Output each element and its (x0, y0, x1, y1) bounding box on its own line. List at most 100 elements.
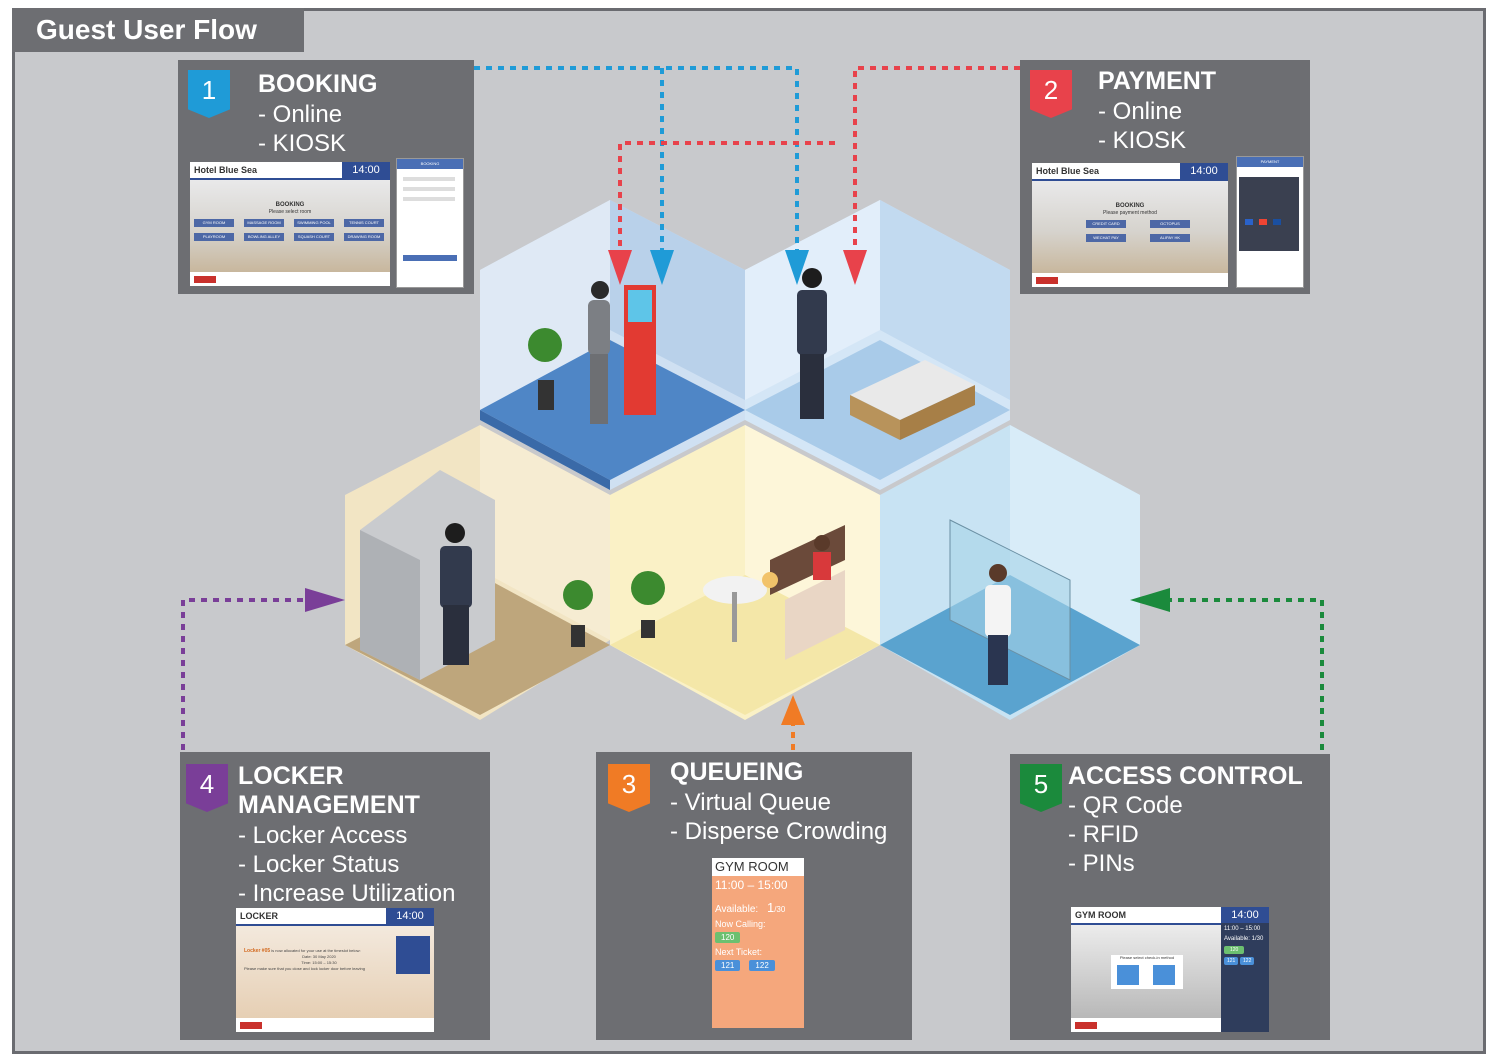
access-arrowhead (1130, 588, 1170, 612)
room-option-button[interactable]: SWIMMING POOL (294, 219, 334, 227)
kiosk-booking-screen: Hotel Blue Sea 14:00 BOOKING Please sele… (190, 162, 390, 286)
payment-arrow-a (853, 66, 1020, 255)
kiosk-payment-screen: Hotel Blue Sea 14:00 BOOKING Please paym… (1032, 163, 1228, 287)
queue-screen: GYM ROOM 11:00 – 15:00 Available: 1/30 N… (712, 858, 804, 1028)
next-ticket: 122 (749, 960, 775, 971)
payment-method-button[interactable]: ALIPAY HK (1150, 234, 1190, 242)
feature-list: - Virtual Queue - Disperse Crowding (670, 788, 887, 846)
screen-hotel-name: Hotel Blue Sea (1032, 163, 1228, 181)
screen-room-name: GYM ROOM (1071, 907, 1221, 925)
payment-card: 2 PAYMENT - Online - KIOSK Hotel Blue Se… (1020, 60, 1310, 294)
feature-item: - Increase Utilization (238, 880, 456, 907)
feature-item: - Locker Access (238, 822, 408, 849)
brand-logo (1036, 277, 1058, 284)
queueing-arrowhead (781, 695, 805, 725)
payment-arrowhead-a (843, 250, 867, 285)
mobile-booking-screen: BOOKING (396, 158, 464, 288)
feature-item: - Disperse Crowding (670, 818, 888, 845)
screen-heading: BOOKING (1115, 203, 1145, 209)
phone-header: BOOKING (397, 159, 463, 169)
locker-number: Locker #05 (244, 948, 271, 954)
step-badge: 1 (188, 70, 230, 118)
room-option-button[interactable]: MASSAGE ROOM (244, 219, 284, 227)
step-badge: 3 (608, 764, 650, 812)
payment-method-button[interactable]: CREDIT CARD (1086, 220, 1126, 228)
feature-item: - Online (1098, 98, 1183, 125)
screen-subheading: Please select room (268, 209, 312, 215)
access-screen: GYM ROOM 14:00 Please select check-in me… (1071, 907, 1269, 1032)
queue-room-name: GYM ROOM (712, 858, 804, 876)
feature-list: - Locker Access - Locker Status - Increa… (238, 821, 455, 908)
access-control-card: 5 ACCESS CONTROL - QR Code - RFID - PINs… (1010, 754, 1330, 1040)
room-queueing (610, 425, 880, 720)
unlock-button[interactable] (396, 936, 430, 974)
feature-item: - QR Code (1068, 792, 1183, 819)
step-badge: 2 (1030, 70, 1072, 118)
locker-arrow (181, 598, 310, 750)
next-ticket-label: Next Ticket: (715, 947, 763, 957)
feature-item: - Online (258, 101, 343, 128)
room-access (880, 425, 1140, 720)
booking-card: 1 BOOKING - Online - KIOSK Hotel Blue Se… (178, 60, 474, 294)
feature-list: - QR Code - RFID - PINs (1068, 791, 1183, 878)
phone-header: PAYMENT (1237, 157, 1303, 167)
mobile-payment-screen: PAYMENT (1236, 156, 1304, 288)
room-option-button[interactable]: SQUASH COURT (294, 233, 334, 241)
booking-arrowhead-b (650, 250, 674, 285)
feature-list: - Online - KIOSK (1098, 97, 1186, 155)
access-arrow (1165, 598, 1324, 750)
locker-card: 4 LOCKER MANAGEMENT - Locker Access - Lo… (180, 752, 490, 1040)
now-calling-label: Now Calling: (715, 919, 766, 929)
feature-item: - Virtual Queue (670, 789, 831, 816)
checkin-prompt: Please select check-in method (1119, 955, 1175, 960)
step-badge: 5 (1020, 764, 1062, 812)
screen-heading: BOOKING (275, 202, 305, 208)
card-title: BOOKING (258, 70, 378, 98)
screen-hotel-name: Hotel Blue Sea (190, 162, 390, 180)
screen-clock: 14:00 (342, 162, 390, 178)
available-value: 1 (766, 900, 775, 915)
room-option-button[interactable]: TENNIS COURT (344, 219, 384, 227)
brand-logo (194, 276, 216, 283)
queue-timeslot: 11:00 – 15:00 (715, 878, 788, 892)
feature-item: - KIOSK (258, 130, 347, 157)
room-option-button[interactable]: BOWLING ALLEY (244, 233, 284, 241)
feature-list: - Online - KIOSK (258, 100, 346, 158)
room-option-button[interactable]: PLAYROOM (194, 233, 234, 241)
screen-title: LOCKER (236, 908, 434, 926)
card-title: ACCESS CONTROL (1068, 762, 1303, 790)
locker-screen: LOCKER 14:00 Locker #05 is now allocated… (236, 908, 434, 1032)
available-label: Available: (715, 904, 759, 915)
payment-method-button[interactable]: WECHAT PAY (1086, 234, 1126, 242)
feature-item: - KIOSK (1098, 127, 1187, 154)
screen-subheading: Please payment method (1103, 210, 1157, 216)
screen-clock: 14:00 (1221, 907, 1269, 923)
room-option-button[interactable]: DRAWING ROOM (344, 233, 384, 241)
booking-arrowhead-a (785, 250, 809, 285)
next-ticket: 121 (715, 960, 741, 971)
step-badge: 4 (186, 764, 228, 812)
locker-arrowhead (305, 588, 345, 612)
page-title: Guest User Flow (12, 8, 304, 52)
room-option-button[interactable]: GYM ROOM (194, 219, 234, 227)
screen-clock: 14:00 (1180, 163, 1228, 179)
payment-arrowhead-b (608, 250, 632, 285)
feature-item: - RFID (1068, 821, 1139, 848)
feature-item: - PINs (1068, 850, 1135, 877)
now-calling-ticket: 120 (715, 932, 741, 943)
booking-arrow-a (474, 66, 799, 255)
room-locker (345, 425, 610, 720)
rfid-checkin-button[interactable] (1153, 965, 1175, 985)
feature-item: - Locker Status (238, 851, 400, 878)
card-title: PAYMENT (1098, 67, 1217, 95)
qr-checkin-button[interactable] (1117, 965, 1139, 985)
access-timeslot: 11:00 – 15:00 (1224, 926, 1261, 932)
payment-method-button[interactable]: OCTOPUS (1150, 220, 1190, 228)
card-title: LOCKER MANAGEMENT (238, 762, 420, 819)
room-booking (480, 200, 745, 490)
brand-logo (240, 1022, 262, 1029)
payment-arrow-b (618, 141, 835, 255)
card-title: QUEUEING (670, 758, 804, 786)
